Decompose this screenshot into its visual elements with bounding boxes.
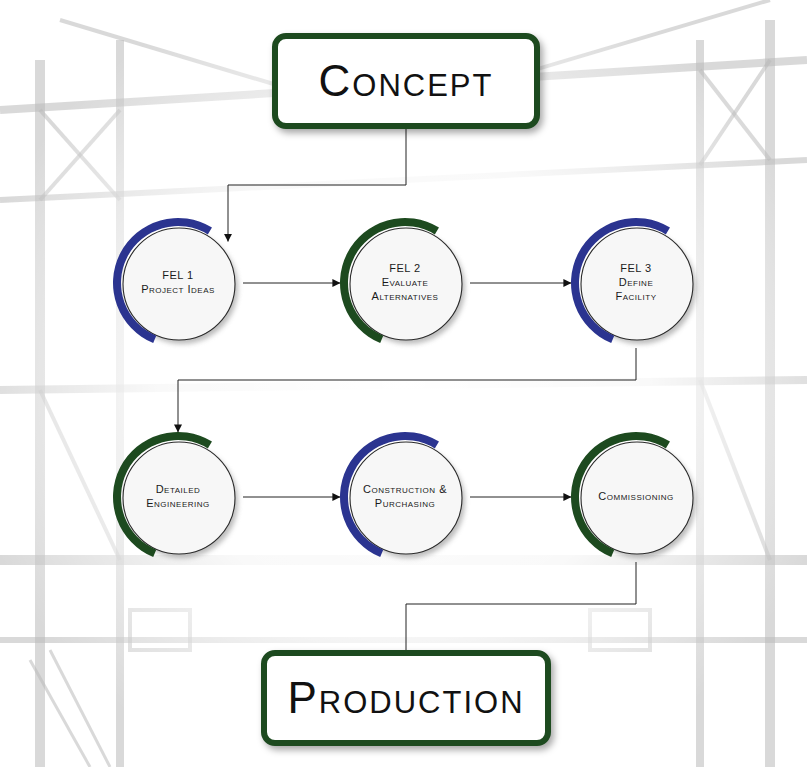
flow-connector [243,283,340,284]
phase-circle: FEL 3Define Facility [571,218,701,348]
phase-label: Evaluate Alternatives [366,276,444,304]
phase-label: Define Facility [601,276,671,304]
stage-box: Concept [272,33,540,129]
circle-text-group: Construction & Purchasing [340,432,470,562]
flow-connector [470,497,571,498]
circle-text-group: FEL 1Project Ideas [113,218,243,348]
flow-connector [178,348,636,432]
phase-circle: FEL 2Evaluate Alternatives [340,218,470,348]
phase-label: FEL 1 [162,269,193,283]
phase-circle: Construction & Purchasing [340,432,470,562]
circle-disk [350,442,462,554]
stage-label: Production [287,676,524,720]
phase-label: Commissioning [598,490,673,504]
flow-connector [470,283,571,284]
progress-arc [113,218,212,343]
stage-box: Production [261,650,550,746]
flow-connector [406,562,636,650]
circle-text-group: FEL 3Define Facility [571,218,701,348]
phase-circle: Detailed Engineering [113,432,243,562]
phase-circle: Commissioning [571,432,701,562]
flow-connector [243,497,340,498]
phase-label: Construction & Purchasing [351,483,459,511]
circle-disk [123,442,235,554]
circle-disk [581,442,693,554]
circle-text-group: FEL 2Evaluate Alternatives [340,218,470,348]
phase-label: Project Ideas [141,283,215,297]
circle-text-group: Commissioning [571,432,701,562]
phase-circle: FEL 1Project Ideas [113,218,243,348]
circle-disk [123,228,235,340]
stage-label: Concept [319,59,494,103]
phase-label: FEL 2 [389,262,420,276]
circle-disk [350,228,462,340]
phase-label: FEL 3 [620,262,651,276]
circle-text-group: Detailed Engineering [113,432,243,562]
phase-label: Detailed Engineering [136,483,220,511]
circle-disk [581,228,693,340]
